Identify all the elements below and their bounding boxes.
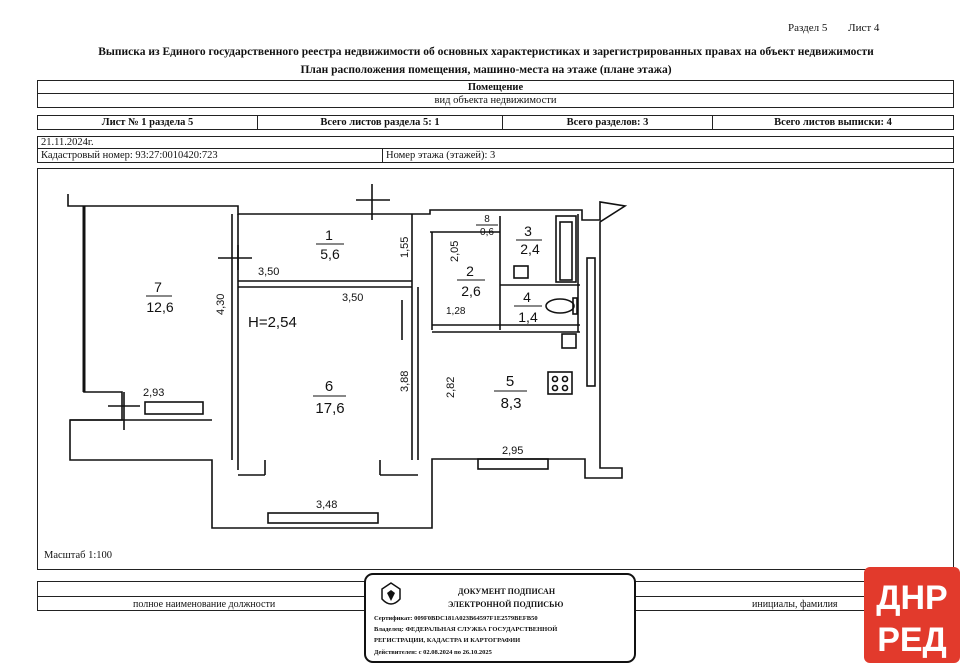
- stamp-certificate: Сертификат: 009F0BDC181A023B64597F1E2579…: [374, 615, 538, 622]
- room-2-number: 2: [466, 263, 474, 279]
- total-sections: Всего разделов: 3: [503, 116, 713, 129]
- position-label: полное наименование должности: [133, 599, 276, 610]
- room-8-number: 8: [484, 214, 490, 225]
- room-3-number: 3: [524, 223, 532, 239]
- dim-room6-height: 3,88: [399, 371, 411, 392]
- room-7-number: 7: [154, 279, 162, 295]
- ceiling-height: H=2,54: [248, 314, 297, 331]
- room-1-area: 5,6: [320, 246, 340, 262]
- dim-room1-height: 1,55: [399, 237, 411, 258]
- date-row: 21.11.2024г.: [37, 136, 954, 149]
- sheet-label: Лист 4: [848, 22, 880, 34]
- floor-number: Номер этажа (этажей): 3: [386, 150, 496, 161]
- outer-wall: [67, 194, 628, 529]
- document-subtitle: План расположения помещения, машино-мест…: [300, 64, 672, 76]
- room-6-area: 17,6: [315, 400, 344, 417]
- room-5-area: 8,3: [501, 395, 522, 412]
- dim-room2-height: 2,05: [449, 241, 461, 262]
- cadastral-number: Кадастровый номер: 93:27:0010420:723: [38, 149, 383, 162]
- plan-scale: Масштаб 1:100: [44, 550, 113, 561]
- e-signature-stamp: ДОКУМЕНТ ПОДПИСАН ЭЛЕКТРОННОЙ ПОДПИСЬЮ С…: [364, 573, 636, 663]
- object-kind-row: вид объекта недвижимости: [37, 94, 954, 108]
- stamp-line-2: ЭЛЕКТРОННОЙ ПОДПИСЬЮ: [448, 600, 564, 609]
- cadastral-row: Кадастровый номер: 93:27:0010420:723 Ном…: [37, 149, 954, 163]
- stamp-owner-2: РЕГИСТРАЦИИ, КАДАСТРА И КАРТОГРАФИИ: [374, 637, 521, 644]
- svg-text:ДНР: ДНР: [876, 579, 947, 617]
- room-4-area: 1,4: [518, 309, 538, 325]
- page-header-right: Раздел 5 Лист 4: [770, 22, 879, 34]
- extract-date: 21.11.2024г.: [41, 137, 94, 148]
- stamp-owner-1: Владелец: ФЕДЕРАЛЬНАЯ СЛУЖБА ГОСУДАРСТВЕ…: [374, 626, 558, 633]
- room-7-area: 12,6: [146, 299, 173, 315]
- room-6-number: 6: [325, 378, 333, 395]
- dim-room6-width-bottom: 3,48: [316, 499, 337, 511]
- dnr-red-logo: ДНР РЕД: [864, 567, 960, 663]
- stamp-line-1: ДОКУМЕНТ ПОДПИСАН: [458, 587, 556, 596]
- sheets-row: Лист № 1 раздела 5 Всего листов раздела …: [37, 115, 954, 130]
- dim-room5-height: 2,82: [445, 377, 457, 398]
- dim-room7-height: 4,30: [215, 294, 227, 315]
- sheet-number: Лист № 1 раздела 5: [38, 116, 258, 129]
- dim-room7-width: 2,93: [143, 387, 164, 399]
- floor-plan-frame: [37, 168, 954, 570]
- svg-text:РЕД: РЕД: [877, 621, 947, 659]
- room-1-number: 1: [325, 227, 333, 243]
- dim-room6-width-top: 3,50: [342, 292, 363, 304]
- object-kind-label: вид объекта недвижимости: [434, 95, 557, 106]
- document-title: Выписка из Единого государственного реес…: [98, 46, 874, 58]
- name-label: инициалы, фамилия: [752, 599, 838, 610]
- object-name-row: Помещение: [37, 80, 954, 94]
- dim-room5-width: 2,95: [502, 445, 523, 457]
- room-2-area: 2,6: [461, 283, 481, 299]
- room-8-area: 0,6: [480, 227, 494, 238]
- room-5-number: 5: [506, 373, 514, 390]
- stamp-validity: Действителен: с 02.08.2024 по 26.10.2025: [374, 649, 492, 656]
- room-4-number: 4: [523, 289, 531, 305]
- object-name: Помещение: [467, 81, 524, 93]
- total-section-sheets: Всего листов раздела 5: 1: [258, 116, 503, 129]
- coat-of-arms-icon: [381, 582, 401, 605]
- section-label: Раздел 5: [788, 22, 828, 34]
- dim-room1-width-top: 3,50: [258, 266, 279, 278]
- room-3-area: 2,4: [520, 241, 540, 257]
- total-extract-sheets: Всего листов выписки: 4: [774, 117, 892, 128]
- dim-room2-width: 1,28: [446, 306, 466, 317]
